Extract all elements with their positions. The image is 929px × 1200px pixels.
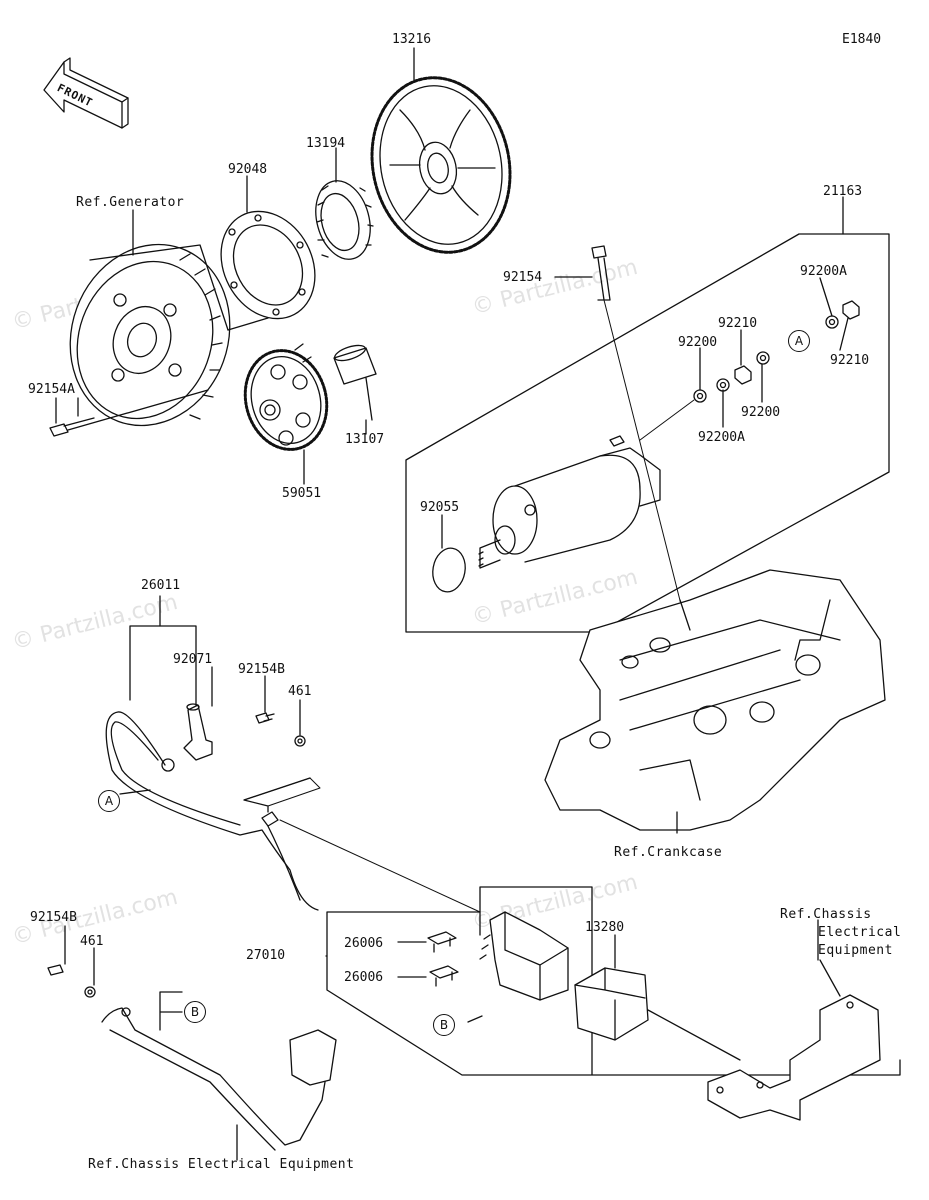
part-number-27010[interactable]: 27010: [246, 948, 286, 963]
callout-b: B: [433, 1014, 455, 1036]
part-number-92200[interactable]: 92200: [678, 335, 718, 350]
ref-chassis-line2: Electrical: [818, 925, 902, 940]
part-number-92154b[interactable]: 92154B: [30, 910, 77, 925]
fuse-26006: [429, 965, 459, 987]
relay-27010: [479, 911, 569, 1001]
plate-92048: [220, 210, 316, 331]
starter-motor: [478, 435, 661, 569]
fuse-26006: [427, 931, 457, 953]
callout-b: B: [184, 1001, 206, 1023]
part-number-92154a[interactable]: 92154A: [28, 382, 75, 397]
clutch-13194: [315, 180, 374, 260]
ref-generator: Ref.Generator: [76, 195, 185, 210]
generator-rotor: [69, 243, 231, 427]
part-number-92048[interactable]: 92048: [228, 162, 268, 177]
cable-lower: [101, 1007, 337, 1151]
part-number-92200[interactable]: 92200: [741, 405, 781, 420]
part-number-92200a[interactable]: 92200A: [698, 430, 745, 445]
gear-59051: [243, 343, 329, 451]
cable-26011: [105, 711, 319, 911]
callout-a: A: [788, 330, 810, 352]
part-number-13194[interactable]: 13194: [306, 136, 346, 151]
part-number-92210[interactable]: 92210: [718, 316, 758, 331]
diagram-code: E1840: [842, 32, 882, 47]
part-number-13216[interactable]: 13216: [392, 32, 432, 47]
chassis-bracket: [707, 959, 881, 1121]
gear-13216: [370, 76, 512, 254]
part-number-26006[interactable]: 26006: [344, 936, 384, 951]
cap-92071: [183, 703, 213, 761]
part-number-13107[interactable]: 13107: [345, 432, 385, 447]
part-number-461[interactable]: 461: [288, 684, 312, 699]
front-arrow-icon: [43, 57, 129, 129]
ref-chassis-line3: Equipment: [818, 943, 893, 958]
ref-chassis-electrical-equipment: Ref.Chassis Electrical Equipment: [88, 1157, 355, 1172]
part-number-59051[interactable]: 59051: [282, 486, 322, 501]
relay-box: [326, 886, 901, 1076]
callout-a: A: [98, 790, 120, 812]
oring-92055: [432, 547, 466, 593]
part-number-461[interactable]: 461: [80, 934, 104, 949]
starter-box: [405, 233, 890, 633]
part-number-92154b[interactable]: 92154B: [238, 662, 285, 677]
part-number-21163[interactable]: 21163: [823, 184, 863, 199]
part-number-92154[interactable]: 92154: [503, 270, 543, 285]
bolt-92154a: [49, 389, 209, 437]
part-number-92200a[interactable]: 92200A: [800, 264, 847, 279]
ref-crankcase: Ref.Crankcase: [614, 845, 723, 860]
cover-13280: [574, 967, 741, 1061]
part-number-26006[interactable]: 26006: [344, 970, 384, 985]
part-number-13280[interactable]: 13280: [585, 920, 625, 935]
crankcase: [544, 569, 886, 831]
bolt-92154: [591, 245, 691, 641]
part-number-92071[interactable]: 92071: [173, 652, 213, 667]
part-number-26011[interactable]: 26011: [141, 578, 181, 593]
shaft-13107: [333, 344, 377, 421]
part-number-92055[interactable]: 92055: [420, 500, 460, 515]
ref-chassis-line1: Ref.Chassis: [780, 907, 872, 922]
part-number-92210[interactable]: 92210: [830, 353, 870, 368]
